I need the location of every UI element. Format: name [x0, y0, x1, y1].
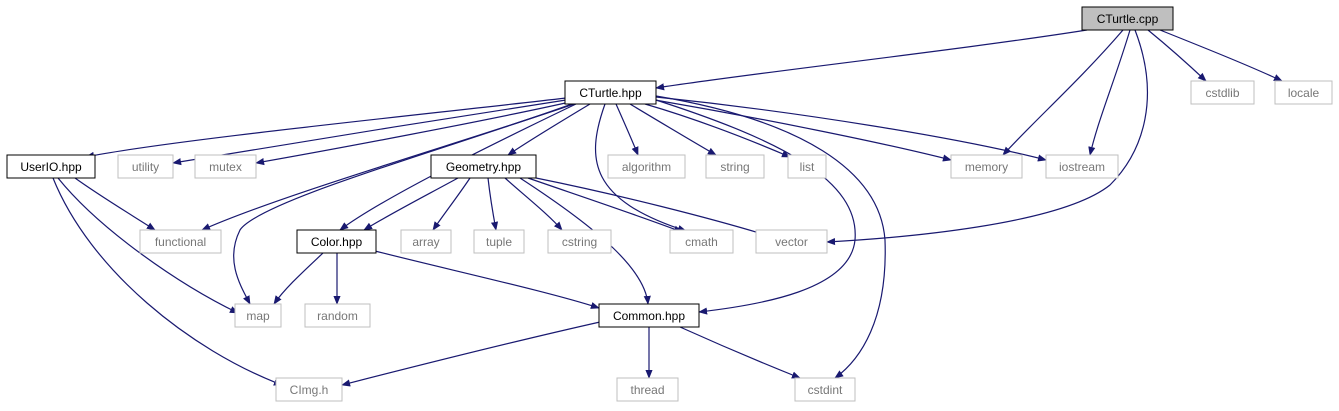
edge-cturtle-cpp-to-memory [1002, 29, 1124, 156]
edge-geometry-hpp-to-array [432, 177, 471, 231]
node-tuple-label: tuple [486, 235, 512, 249]
edge-color-hpp-to-map [273, 252, 324, 305]
node-utility-label: utility [132, 160, 159, 174]
node-vector-label: vector [775, 235, 808, 249]
node-geometry-hpp[interactable]: Geometry.hpp [430, 154, 537, 179]
edge-cturtle-hpp-to-algorithm [615, 103, 639, 156]
node-cmath[interactable]: cmath [669, 229, 734, 254]
edge-cturtle-hpp-to-string [629, 103, 717, 156]
node-cstdint-label: cstdint [808, 383, 843, 397]
node-random-label: random [317, 309, 358, 323]
node-cturtle-hpp[interactable]: CTurtle.hpp [564, 80, 657, 105]
edge-cturtle-hpp-to-geometry-hpp [507, 103, 591, 156]
edge-cturtle-cpp-to-cstdlib [1147, 29, 1207, 82]
edge-common-hpp-to-cstdint [679, 326, 801, 379]
node-map[interactable]: map [234, 303, 282, 328]
node-locale-label: locale [1288, 86, 1320, 100]
node-memory[interactable]: memory [950, 154, 1023, 179]
node-userio-hpp-label: UserIO.hpp [20, 160, 82, 174]
node-cturtle-cpp-label: CTurtle.cpp [1097, 12, 1159, 26]
edge-userio-hpp-to-map [57, 177, 239, 314]
node-array[interactable]: array [400, 229, 452, 254]
node-map-label: map [246, 309, 270, 323]
edges [52, 29, 1283, 387]
node-algorithm[interactable]: algorithm [607, 154, 686, 179]
node-cstring[interactable]: cstring [547, 229, 612, 254]
node-functional[interactable]: functional [139, 229, 222, 254]
node-cstring-label: cstring [562, 235, 597, 249]
node-geometry-hpp-label: Geometry.hpp [446, 160, 521, 174]
node-userio-hpp[interactable]: UserIO.hpp [6, 154, 96, 179]
edge-cturtle-cpp-to-vector [826, 29, 1148, 246]
node-color-hpp-label: Color.hpp [311, 235, 363, 249]
node-common-hpp[interactable]: Common.hpp [598, 303, 700, 328]
node-random[interactable]: random [304, 303, 371, 328]
node-list-label: list [800, 160, 815, 174]
edge-cturtle-hpp-to-utility [172, 99, 567, 166]
node-vector[interactable]: vector [755, 229, 828, 254]
edge-cturtle-hpp-to-cmath [594, 103, 687, 232]
node-string[interactable]: string [705, 154, 765, 179]
edge-geometry-hpp-to-color-hpp [363, 177, 459, 231]
edge-color-hpp-to-common-hpp [374, 250, 600, 309]
edge-cturtle-hpp-to-cstdint [655, 95, 886, 379]
edge-geometry-hpp-to-common-hpp [519, 177, 651, 305]
node-mutex-label: mutex [209, 160, 242, 174]
edge-userio-hpp-to-cimg-h [52, 177, 283, 386]
edge-geometry-hpp-to-cmath [527, 177, 683, 233]
node-functional-label: functional [155, 235, 206, 249]
edge-cturtle-hpp-to-mutex [255, 101, 571, 166]
node-list[interactable]: list [787, 154, 827, 179]
node-cmath-label: cmath [685, 235, 718, 249]
node-thread-label: thread [630, 383, 664, 397]
edge-geometry-hpp-to-tuple [487, 177, 499, 231]
node-tuple[interactable]: tuple [473, 229, 525, 254]
node-cstdlib-label: cstdlib [1205, 86, 1239, 100]
node-iostream[interactable]: iostream [1045, 154, 1119, 179]
nodes: CTurtle.cpp CTurtle.hpp UserIO.hpp Geome… [6, 6, 1333, 402]
edge-geometry-hpp-to-vector [535, 177, 767, 237]
edge-geometry-hpp-to-cstring [504, 177, 563, 231]
node-cimg-h[interactable]: CImg.h [275, 377, 343, 402]
node-cstdlib[interactable]: cstdlib [1190, 80, 1255, 105]
node-cimg-h-label: CImg.h [290, 383, 329, 397]
node-memory-label: memory [965, 160, 1008, 174]
edge-cturtle-hpp-to-userio-hpp [85, 97, 567, 159]
node-array-label: array [412, 235, 439, 249]
edge-cturtle-hpp-to-list [644, 103, 791, 158]
node-mutex[interactable]: mutex [194, 154, 257, 179]
edge-common-hpp-to-cimg-h [341, 321, 601, 387]
node-iostream-label: iostream [1059, 160, 1105, 174]
edge-cturtle-hpp-to-common-hpp [655, 99, 856, 315]
edge-cturtle-hpp-to-map [233, 103, 573, 305]
node-color-hpp[interactable]: Color.hpp [296, 229, 377, 254]
node-common-hpp-label: Common.hpp [613, 309, 685, 323]
edge-cturtle-cpp-to-locale [1159, 29, 1283, 82]
node-algorithm-label: algorithm [622, 160, 671, 174]
node-utility[interactable]: utility [117, 154, 174, 179]
node-cturtle-cpp[interactable]: CTurtle.cpp [1081, 6, 1174, 31]
edge-cturtle-hpp-to-memory [654, 99, 952, 162]
edge-cturtle-cpp-to-iostream [1088, 29, 1131, 156]
edge-cturtle-cpp-to-cturtle-hpp [655, 29, 1088, 91]
edge-cturtle-hpp-to-iostream [655, 96, 1047, 162]
node-cstdint[interactable]: cstdint [794, 377, 856, 402]
node-string-label: string [720, 160, 749, 174]
node-thread[interactable]: thread [616, 377, 679, 402]
node-locale[interactable]: locale [1274, 80, 1333, 105]
node-cturtle-hpp-label: CTurtle.hpp [579, 86, 642, 100]
edge-userio-hpp-to-functional [74, 177, 156, 231]
